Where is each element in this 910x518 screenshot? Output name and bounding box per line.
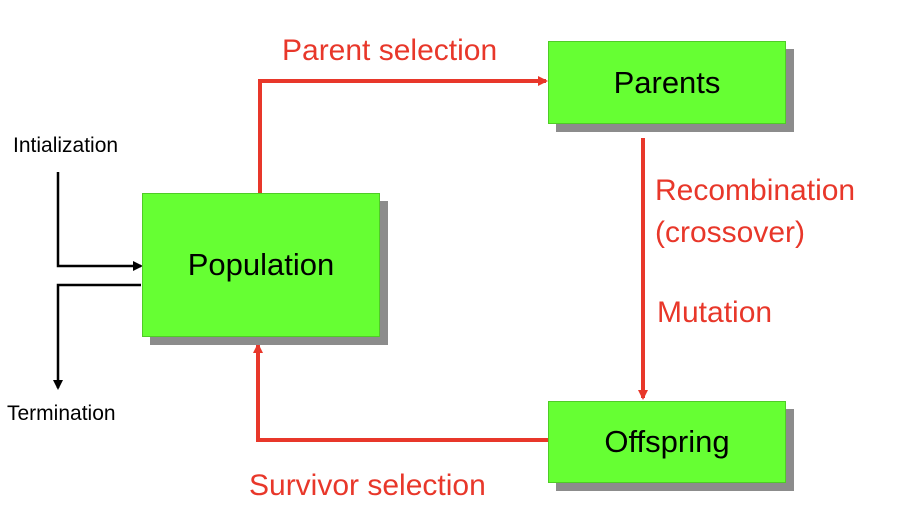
initialization-arrow — [56, 172, 143, 271]
parents-node: Parents — [548, 41, 786, 124]
parents-label: Parents — [613, 64, 721, 100]
initialization-label: Intialization — [13, 134, 119, 157]
offspring-label: Offspring — [604, 424, 730, 459]
parent-selection-arrow — [258, 76, 548, 193]
termination-arrow — [53, 283, 141, 390]
population-label: Population — [187, 247, 335, 282]
survivor-selection-label: Survivor selection — [249, 469, 486, 502]
termination-label: Termination — [7, 402, 116, 425]
population-node: Population — [142, 193, 380, 337]
crossover-label: (crossover) — [655, 216, 806, 249]
offspring-node: Offspring — [548, 401, 786, 483]
recombination-label: Recombination — [655, 174, 856, 207]
parent-selection-label: Parent selection — [282, 34, 498, 67]
survivor-selection-arrow — [253, 343, 548, 442]
mutation-label: Mutation — [657, 296, 773, 329]
